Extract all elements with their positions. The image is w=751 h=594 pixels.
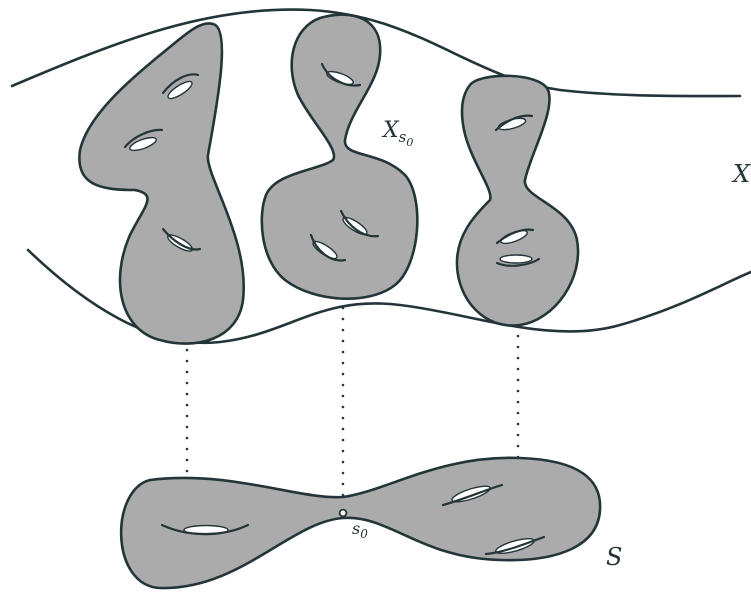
fiber-middle — [262, 15, 418, 299]
point-label: s0 — [352, 519, 368, 541]
point-s0 — [340, 510, 347, 517]
fiber-right — [457, 76, 578, 326]
base-label: S — [606, 543, 622, 571]
base-surface — [121, 458, 600, 588]
fiber-right-hole — [500, 255, 532, 263]
fiber-left — [79, 23, 243, 343]
total-space-label: X — [731, 160, 751, 188]
fiber-label: Xs0 — [381, 118, 413, 149]
